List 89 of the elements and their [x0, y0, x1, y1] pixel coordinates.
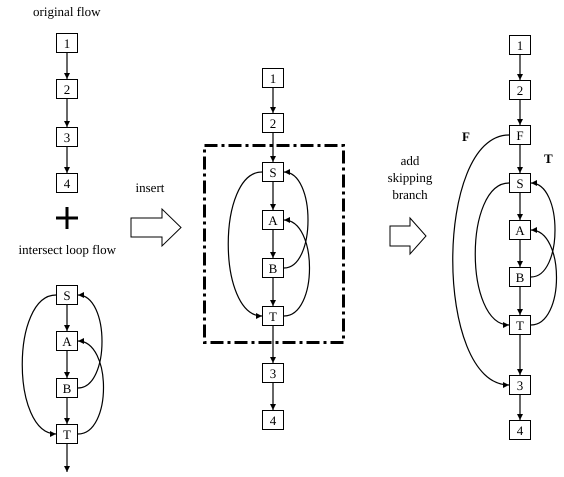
node-label: 2: [64, 82, 70, 96]
arrow: [270, 88, 276, 113]
node-label: T: [63, 428, 71, 440]
process-box: [56, 127, 78, 147]
curved-arrow: [78, 339, 104, 435]
node-label: B: [62, 382, 72, 394]
node-label: 1: [516, 38, 524, 52]
curved-arrow: [228, 171, 262, 318]
arrow: [517, 100, 523, 125]
edge-label: T: [543, 152, 554, 165]
process-box: [262, 162, 284, 182]
process-box: [509, 80, 531, 100]
process-box: [56, 33, 78, 53]
arrow: [517, 145, 523, 173]
process-box: [509, 35, 531, 55]
curved-arrow: [78, 294, 103, 389]
arrow: [270, 278, 276, 306]
node-label: T: [269, 310, 277, 322]
node-label: 4: [270, 414, 276, 426]
process-box: [262, 68, 284, 88]
arrow: [270, 326, 276, 363]
process-box: [509, 125, 531, 145]
caption-text: intersect loop flow: [18, 242, 116, 258]
arrow: [517, 287, 523, 315]
curved-arrow: [530, 182, 556, 278]
process-box: [262, 363, 284, 383]
caption-text: original flow: [33, 4, 101, 20]
arrow: [270, 230, 276, 258]
arrow: [64, 53, 70, 79]
node-label: 3: [270, 366, 276, 380]
node-label: S: [269, 166, 277, 178]
process-box: [56, 285, 78, 305]
node-label: 4: [516, 424, 524, 436]
node-label: 4: [64, 176, 70, 190]
arrow: [517, 193, 523, 220]
caption-text: insert: [136, 180, 164, 196]
process-box: [509, 173, 531, 193]
process-box: [262, 410, 284, 430]
process-box: [262, 210, 284, 230]
process-box: [509, 315, 531, 335]
arrow: [270, 182, 276, 210]
arrow: [270, 383, 276, 410]
process-box: [509, 267, 531, 287]
curved-arrow: [284, 170, 309, 269]
process-box: [262, 258, 284, 278]
arrow: [64, 398, 70, 424]
process-box: [56, 79, 78, 99]
arrow: [64, 99, 70, 127]
node-label: 1: [64, 36, 70, 50]
process-box: [509, 220, 531, 240]
node-label: S: [63, 288, 71, 302]
node-label: 1: [270, 72, 276, 84]
curved-arrow: [284, 218, 310, 317]
node-label: A: [268, 214, 278, 226]
curved-arrow: [530, 228, 558, 326]
node-label: 3: [516, 378, 524, 392]
node-label: S: [516, 176, 524, 190]
edge-label: F: [461, 130, 471, 143]
process-box: [56, 331, 78, 351]
arrow: [64, 305, 70, 331]
arrow: [270, 133, 276, 162]
node-label: F: [516, 128, 524, 142]
caption-text: add skipping branch: [386, 152, 434, 203]
curved-arrow: [452, 134, 510, 386]
process-box: [56, 378, 78, 398]
node-label: 2: [270, 116, 276, 130]
process-box: [262, 306, 284, 326]
process-box: [509, 420, 531, 440]
arrow: [64, 147, 70, 173]
process-box: [509, 375, 531, 395]
arrow: [64, 351, 70, 378]
arrow: [64, 444, 70, 472]
node-label: 2: [516, 84, 524, 96]
arrow: [517, 395, 523, 420]
process-box: [56, 424, 78, 444]
arrow: [517, 55, 523, 80]
node-label: 3: [64, 130, 70, 144]
node-label: A: [62, 334, 72, 348]
process-box: [262, 113, 284, 133]
process-box: [56, 173, 78, 193]
arrow: [517, 240, 523, 267]
node-label: B: [268, 262, 278, 274]
arrow: [517, 335, 523, 375]
dash-dot-frame: [203, 144, 345, 344]
curved-arrow: [474, 182, 510, 326]
node-label: A: [515, 224, 525, 236]
node-label: T: [516, 318, 524, 332]
node-label: B: [516, 270, 524, 284]
curved-arrow: [22, 294, 56, 436]
